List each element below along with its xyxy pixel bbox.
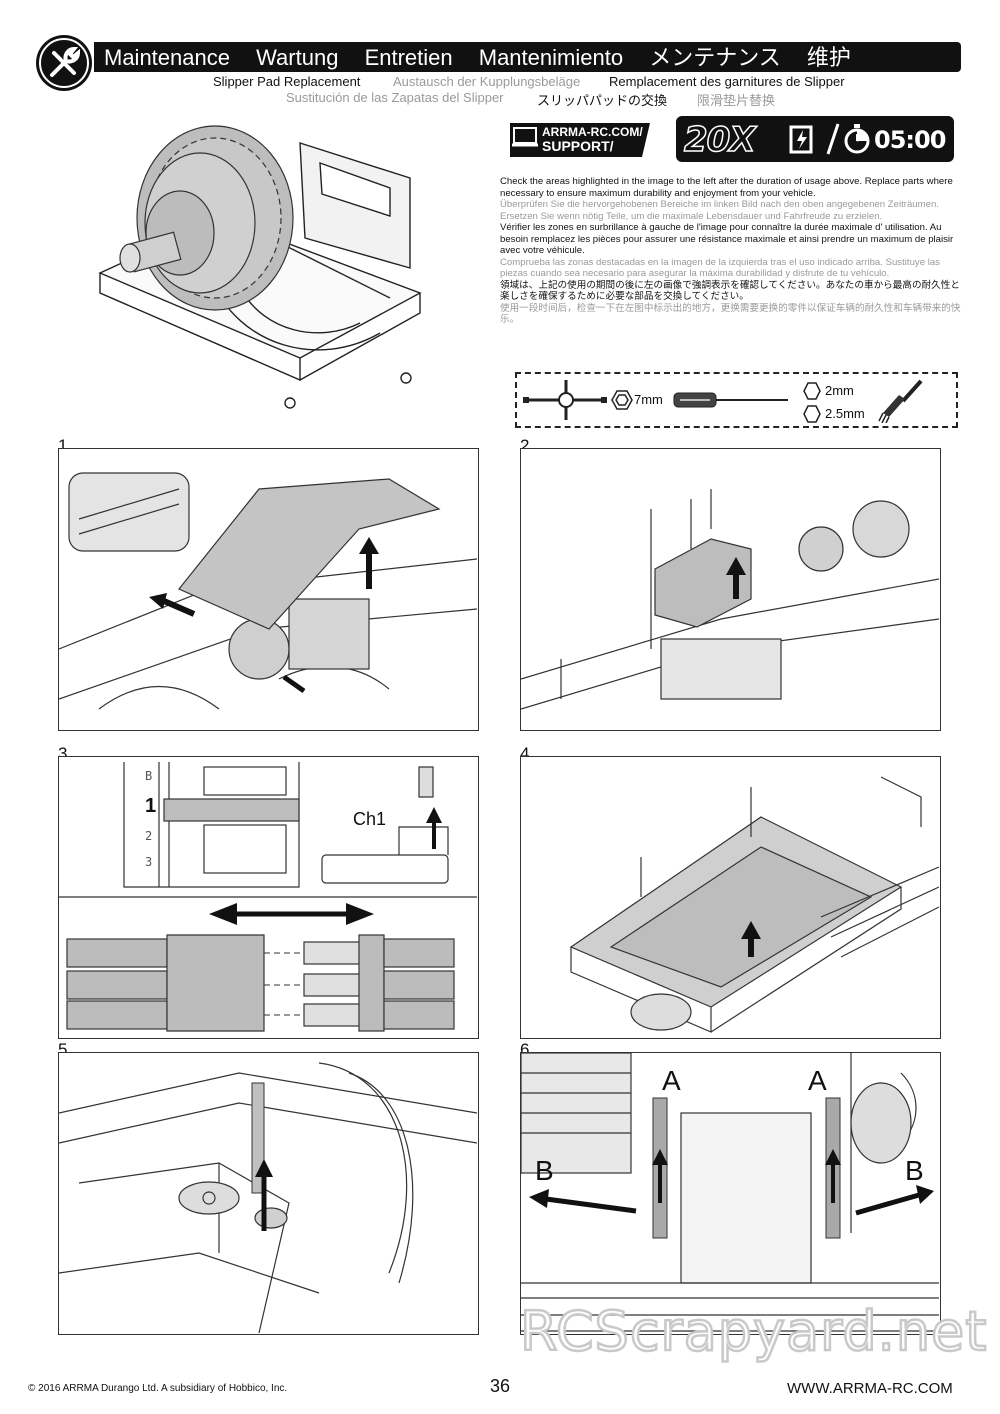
step-number: 3 xyxy=(58,744,68,763)
title-es: Mantenimiento xyxy=(478,45,624,70)
step-2-panel xyxy=(520,448,941,731)
step-5-panel xyxy=(58,1052,479,1335)
copyright: © 2016 ARRMA Durango Ltd. A subsidiary o… xyxy=(28,1383,288,1394)
step-number: 1 xyxy=(58,436,68,455)
subtitle-zh: 限滑垫片替换 xyxy=(697,93,776,108)
stopwatch-icon xyxy=(842,123,872,155)
hex-nut-icon xyxy=(611,389,633,411)
step-3-panel: B 1 2 3 Ch1 xyxy=(58,756,479,1039)
instructions-block: Check the areas highlighted in the image… xyxy=(500,176,964,326)
title-zh: 维护 xyxy=(806,45,851,70)
hex-2-5mm-icon xyxy=(803,405,821,423)
instructions-es: Comprueba las zonas destacadas en la ima… xyxy=(500,256,940,280)
support-line1: ARRMA-RC.COM/ xyxy=(542,125,643,139)
section-title-bar xyxy=(94,42,961,72)
step-number: 2 xyxy=(520,436,530,455)
slot-label-3: 3 xyxy=(145,855,153,869)
label-a-left: A xyxy=(662,1065,681,1096)
title-fr: Entretien xyxy=(364,45,453,70)
step-4-panel xyxy=(520,756,941,1039)
slot-label-2: 2 xyxy=(145,829,153,843)
step-number: 4 xyxy=(520,744,530,763)
title-de: Wartung xyxy=(256,45,339,70)
support-badge[interactable]: ARRMA-RC.COM/ SUPPORT/ xyxy=(506,121,654,159)
required-tools-box: 7mm 2mm 2.5mm xyxy=(515,372,958,428)
subtitle-fr: Remplacement des garnitures de Slipper xyxy=(609,74,845,89)
website-link[interactable]: WWW.ARRMA-RC.COM xyxy=(787,1380,953,1397)
interval-time: 05:00 xyxy=(874,126,946,154)
hex-size-1: 2mm xyxy=(825,383,854,398)
title-en: Maintenance xyxy=(104,45,230,70)
run-count: 20X xyxy=(683,119,756,161)
page-number: 36 xyxy=(490,1376,511,1396)
step-number: 6 xyxy=(520,1040,530,1059)
instructions-de: Überprüfen Sie die hervorgehobenen Berei… xyxy=(500,199,939,222)
instructions-fr: Vérifier les zones en surbrillance à gau… xyxy=(500,222,954,256)
step-6-panel: A A B B xyxy=(520,1052,941,1335)
subtitle-en: Slipper Pad Replacement xyxy=(213,74,361,89)
maintenance-wrench-logo-icon xyxy=(36,35,92,91)
usage-interval-badge: 20X 05:00 xyxy=(676,116,954,162)
label-b-right: B xyxy=(905,1155,924,1186)
subtitle-es: Sustitución de las Zapatas del Slipper xyxy=(286,90,504,105)
slipper-clutch-illustration xyxy=(90,118,440,423)
subtitle-de: Austausch der Kupplungsbeläge xyxy=(393,74,581,89)
subtitle-ja: スリッパパッドの交換 xyxy=(537,93,668,108)
channel-label: Ch1 xyxy=(353,809,387,829)
label-b-left: B xyxy=(535,1155,554,1186)
step-1-panel xyxy=(58,448,479,731)
section-title: Maintenance Wartung Entretien Mantenimie… xyxy=(104,42,871,72)
step-number: 5 xyxy=(58,1040,68,1059)
hex-2mm-icon xyxy=(803,382,821,400)
slash-divider-icon xyxy=(826,122,840,156)
instructions-ja: 領域は、上記の使用の期間の後に左の画像で強調表示を確認してください。あなたの車か… xyxy=(500,279,960,303)
cross-wrench-icon xyxy=(521,376,611,424)
slot-label-b: B xyxy=(145,769,153,783)
instructions-zh: 使用一段时间后，检查一下在左图中标示出的地方，更换需要更换的零件以保证车辆的耐久… xyxy=(500,302,961,326)
wrench-size: 7mm xyxy=(634,392,663,407)
label-a-right: A xyxy=(808,1065,827,1096)
instructions-en: Check the areas highlighted in the image… xyxy=(500,176,953,199)
title-ja: メンテナンス xyxy=(649,45,781,70)
slot-label-1: 1 xyxy=(145,795,157,817)
screwdriver-icon xyxy=(672,388,792,412)
watermark: RCScrapyard.net xyxy=(519,1299,988,1365)
battery-charge-icon xyxy=(788,124,816,154)
support-line2: SUPPORT/ xyxy=(542,138,614,154)
cleaning-brush-icon xyxy=(877,377,927,423)
hex-size-2: 2.5mm xyxy=(825,406,865,421)
